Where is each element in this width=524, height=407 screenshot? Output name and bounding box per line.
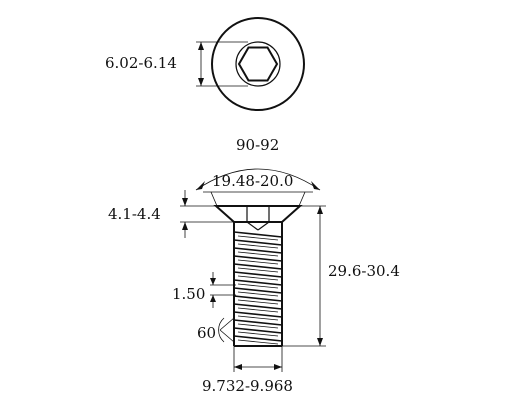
thread-root-line xyxy=(237,323,279,329)
thread-crest-line xyxy=(233,335,283,342)
thread-crest-line xyxy=(233,279,283,286)
thread-root-line xyxy=(237,315,279,321)
thread-root-line xyxy=(237,307,279,313)
thread-root-line xyxy=(237,299,279,305)
side-view: 90-92 19.48-20.0 4.1-4.4 29.6-30.4 xyxy=(108,136,400,395)
thread-root-line xyxy=(237,339,279,345)
thread-root-line xyxy=(237,291,279,297)
socket-tip-right xyxy=(257,221,270,231)
thread-crest-line xyxy=(233,263,283,270)
socket-circle xyxy=(235,41,281,87)
thread-pitch-label: 1.50 xyxy=(172,285,205,303)
thread-crest-line xyxy=(233,295,283,302)
thread-root-line xyxy=(237,331,279,337)
head-angle-arc xyxy=(195,168,321,191)
thread-crest-line xyxy=(233,327,283,334)
thread-diameter-label: 9.732-9.968 xyxy=(202,377,293,395)
total-length-label: 29.6-30.4 xyxy=(328,262,400,280)
arrow-down-icon xyxy=(198,78,204,86)
head-angle-label: 90-92 xyxy=(236,136,279,154)
countersunk-head xyxy=(213,205,303,223)
arrow-down-icon xyxy=(317,338,323,346)
thread-angle-label: 60 xyxy=(197,324,216,342)
socket-tip-left xyxy=(246,221,259,231)
thread-root-line xyxy=(237,243,279,249)
socket-diameter-label: 6.02-6.14 xyxy=(105,54,177,72)
arrow-up-icon xyxy=(210,295,216,302)
head-outline-circle xyxy=(211,17,305,111)
angle-line-bottom xyxy=(219,329,235,343)
thread-crest-line xyxy=(233,319,283,326)
arrow-up-icon xyxy=(317,206,323,214)
thread-root-line xyxy=(237,283,279,289)
head-diameter-label: 19.48-20.0 xyxy=(212,172,293,190)
thread-crest-line xyxy=(233,239,283,246)
arrow-right-icon xyxy=(274,364,282,370)
head-ext-line-right xyxy=(298,191,306,207)
thread-root-line xyxy=(237,275,279,281)
thread-root-line xyxy=(237,267,279,273)
thread-crest-line xyxy=(233,231,283,238)
arrow-right-icon xyxy=(311,181,320,190)
arrow-up-icon xyxy=(198,42,204,50)
thread-crest-line xyxy=(233,311,283,318)
head-ext-line-left xyxy=(210,191,218,207)
thread-root-line xyxy=(237,251,279,257)
arrow-left-icon xyxy=(196,181,205,190)
thread-crest-line xyxy=(233,303,283,310)
top-view: 6.02-6.14 xyxy=(105,17,305,111)
arrow-left-icon xyxy=(234,364,242,370)
thread-angle-arc xyxy=(218,317,225,343)
arrow-down-icon xyxy=(210,278,216,285)
thread-lines xyxy=(233,231,283,345)
thread-root-line xyxy=(237,259,279,265)
arrow-up-icon xyxy=(182,222,188,230)
thread-crest-line xyxy=(233,271,283,278)
thread-crest-line xyxy=(233,255,283,262)
hex-socket-icon xyxy=(237,46,279,82)
arrow-down-icon xyxy=(182,198,188,206)
angle-line-top xyxy=(219,317,235,331)
thread-root-line xyxy=(237,235,279,241)
thread-crest-line xyxy=(233,247,283,254)
thread-crest-line xyxy=(233,287,283,294)
head-height-label: 4.1-4.4 xyxy=(108,205,161,223)
